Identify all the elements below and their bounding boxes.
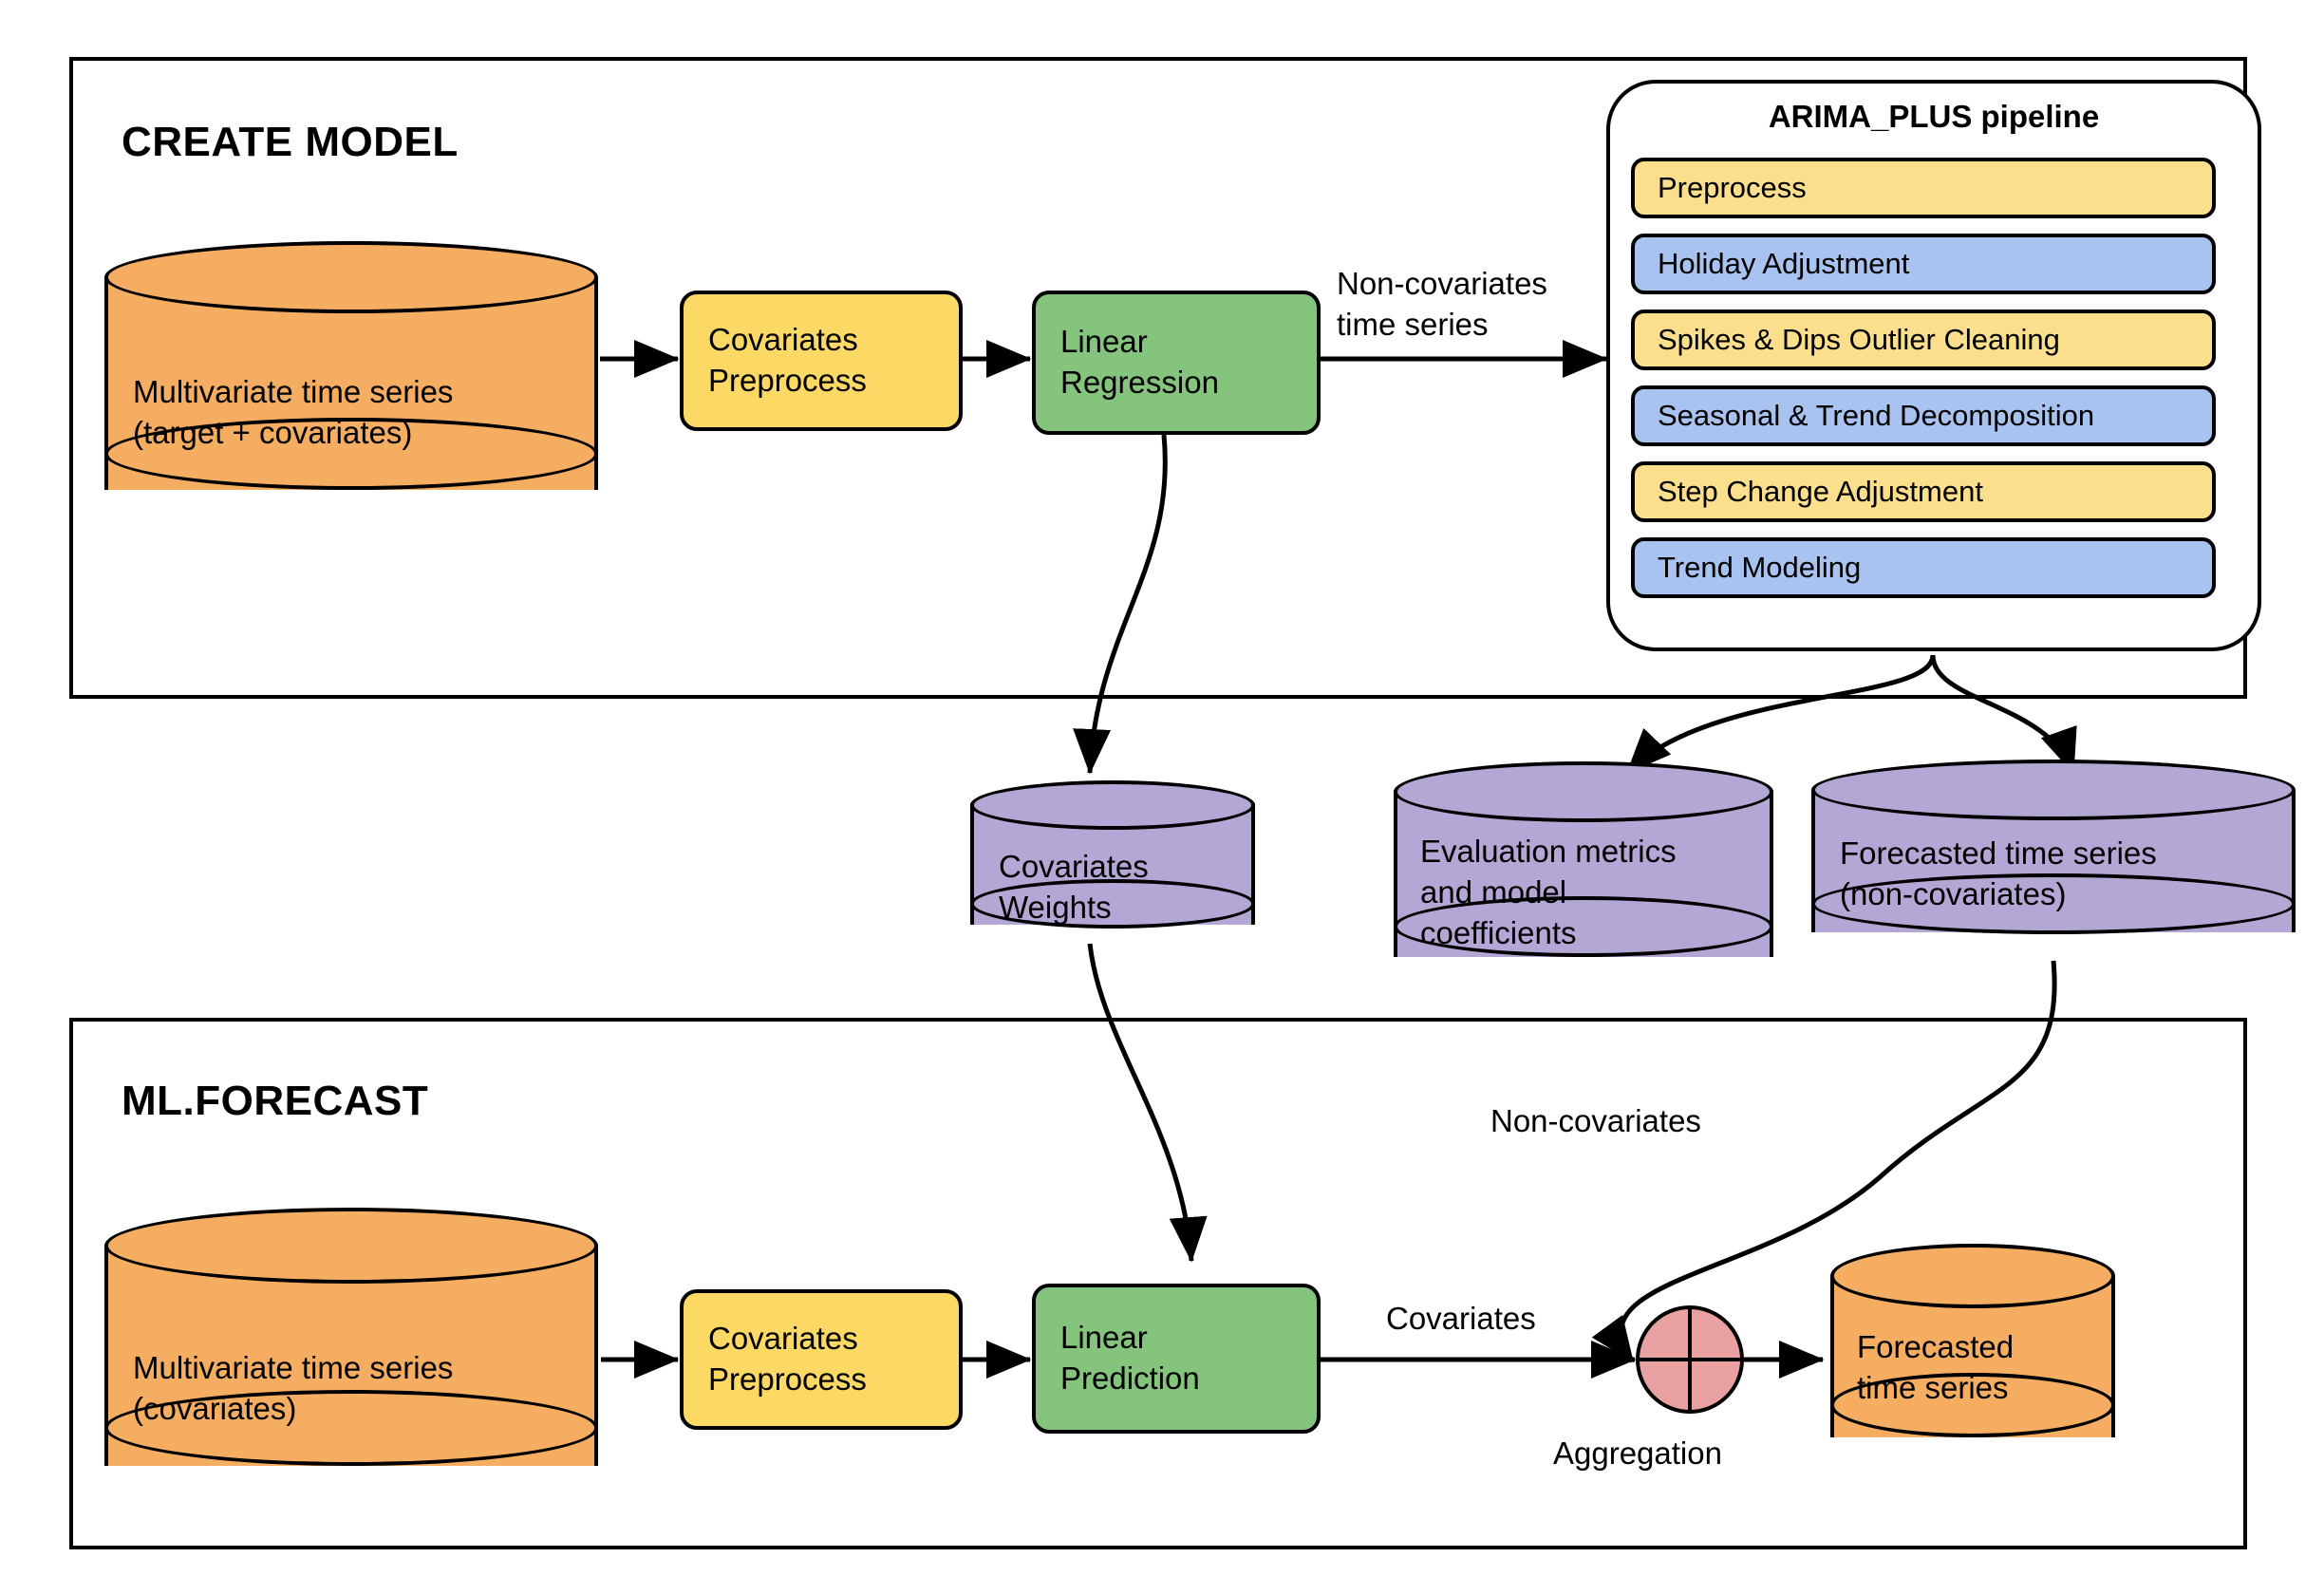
cylinder-multivariate-covariates: Multivariate time series (covariates) [104, 1208, 598, 1504]
cylinder-bottom [970, 879, 1255, 929]
linear-prediction-box[interactable]: Linear Prediction [1032, 1284, 1321, 1434]
cylinder-label: Covariates Weights [999, 849, 1149, 925]
pipeline-step-spikes-dips-outlier-cleaning[interactable]: Spikes & Dips Outlier Cleaning [1631, 310, 2216, 370]
ml-forecast-title: ML.FORECAST [122, 1078, 429, 1124]
cylinder-top [104, 241, 598, 313]
linear-regression-box[interactable]: Linear Regression [1032, 291, 1321, 435]
cylinder-forecasted-time-series: Forecasted time series [1830, 1244, 2115, 1470]
pipeline-step-preprocess[interactable]: Preprocess [1631, 158, 2216, 218]
pipeline-step-holiday-adjustment[interactable]: Holiday Adjustment [1631, 234, 2216, 294]
cylinder-label: Multivariate time series (covariates) [133, 1350, 454, 1426]
cylinder-bottom [104, 1390, 598, 1466]
cylinder-bottom [1830, 1373, 2115, 1437]
cylinder-label: Multivariate time series (target + covar… [133, 374, 454, 450]
edge-label-non-covariates-time-series: Non-covariates time series [1337, 266, 1547, 342]
aggregation-label: Aggregation [1553, 1436, 1722, 1471]
cylinder-top [104, 1208, 598, 1284]
cylinder-bottom [1811, 873, 2296, 934]
cylinder-multivariate-target-covariates: Multivariate time series (target + covar… [104, 241, 598, 526]
pipeline-step-seasonal-trend-decomposition[interactable]: Seasonal & Trend Decomposition [1631, 385, 2216, 446]
cylinder-bottom [1394, 896, 1773, 957]
cylinder-top [1394, 761, 1773, 822]
edge-label-covariates: Covariates [1386, 1301, 1536, 1336]
pipeline-step-trend-modeling[interactable]: Trend Modeling [1631, 537, 2216, 598]
forecast-covariates-preprocess-box[interactable]: Covariates Preprocess [680, 1289, 963, 1430]
cylinder-bottom [104, 418, 598, 490]
aggregation-node[interactable] [1636, 1305, 1744, 1414]
cylinder-label: Forecasted time series [1857, 1329, 2015, 1405]
create-model-title: CREATE MODEL [122, 119, 459, 165]
cylinder-top [1830, 1244, 2115, 1308]
cylinder-top [1811, 760, 2296, 820]
cylinder-top [970, 780, 1255, 830]
aggregation-cross-horizontal [1638, 1358, 1742, 1361]
cylinder-label: Evaluation metrics and model coefficient… [1420, 834, 1677, 950]
pipeline-title: ARIMA_PLUS pipeline [1768, 99, 2100, 134]
cylinder-label: Forecasted time series (non-covariates) [1840, 835, 2157, 911]
edge-label-non-covariates: Non-covariates [1490, 1103, 1701, 1138]
pipeline-step-step-change-adjustment[interactable]: Step Change Adjustment [1631, 461, 2216, 522]
ml-forecast-group [69, 1018, 2247, 1549]
cylinder-evaluation-metrics: Evaluation metrics and model coefficient… [1394, 761, 1773, 989]
cylinder-covariates-weights: Covariates Weights [970, 780, 1255, 948]
arima-plus-pipeline: ARIMA_PLUS pipeline Preprocess Holiday A… [1606, 80, 2261, 651]
covariates-preprocess-box[interactable]: Covariates Preprocess [680, 291, 963, 431]
cylinder-forecasted-non-covariates: Forecasted time series (non-covariates) [1811, 760, 2296, 966]
